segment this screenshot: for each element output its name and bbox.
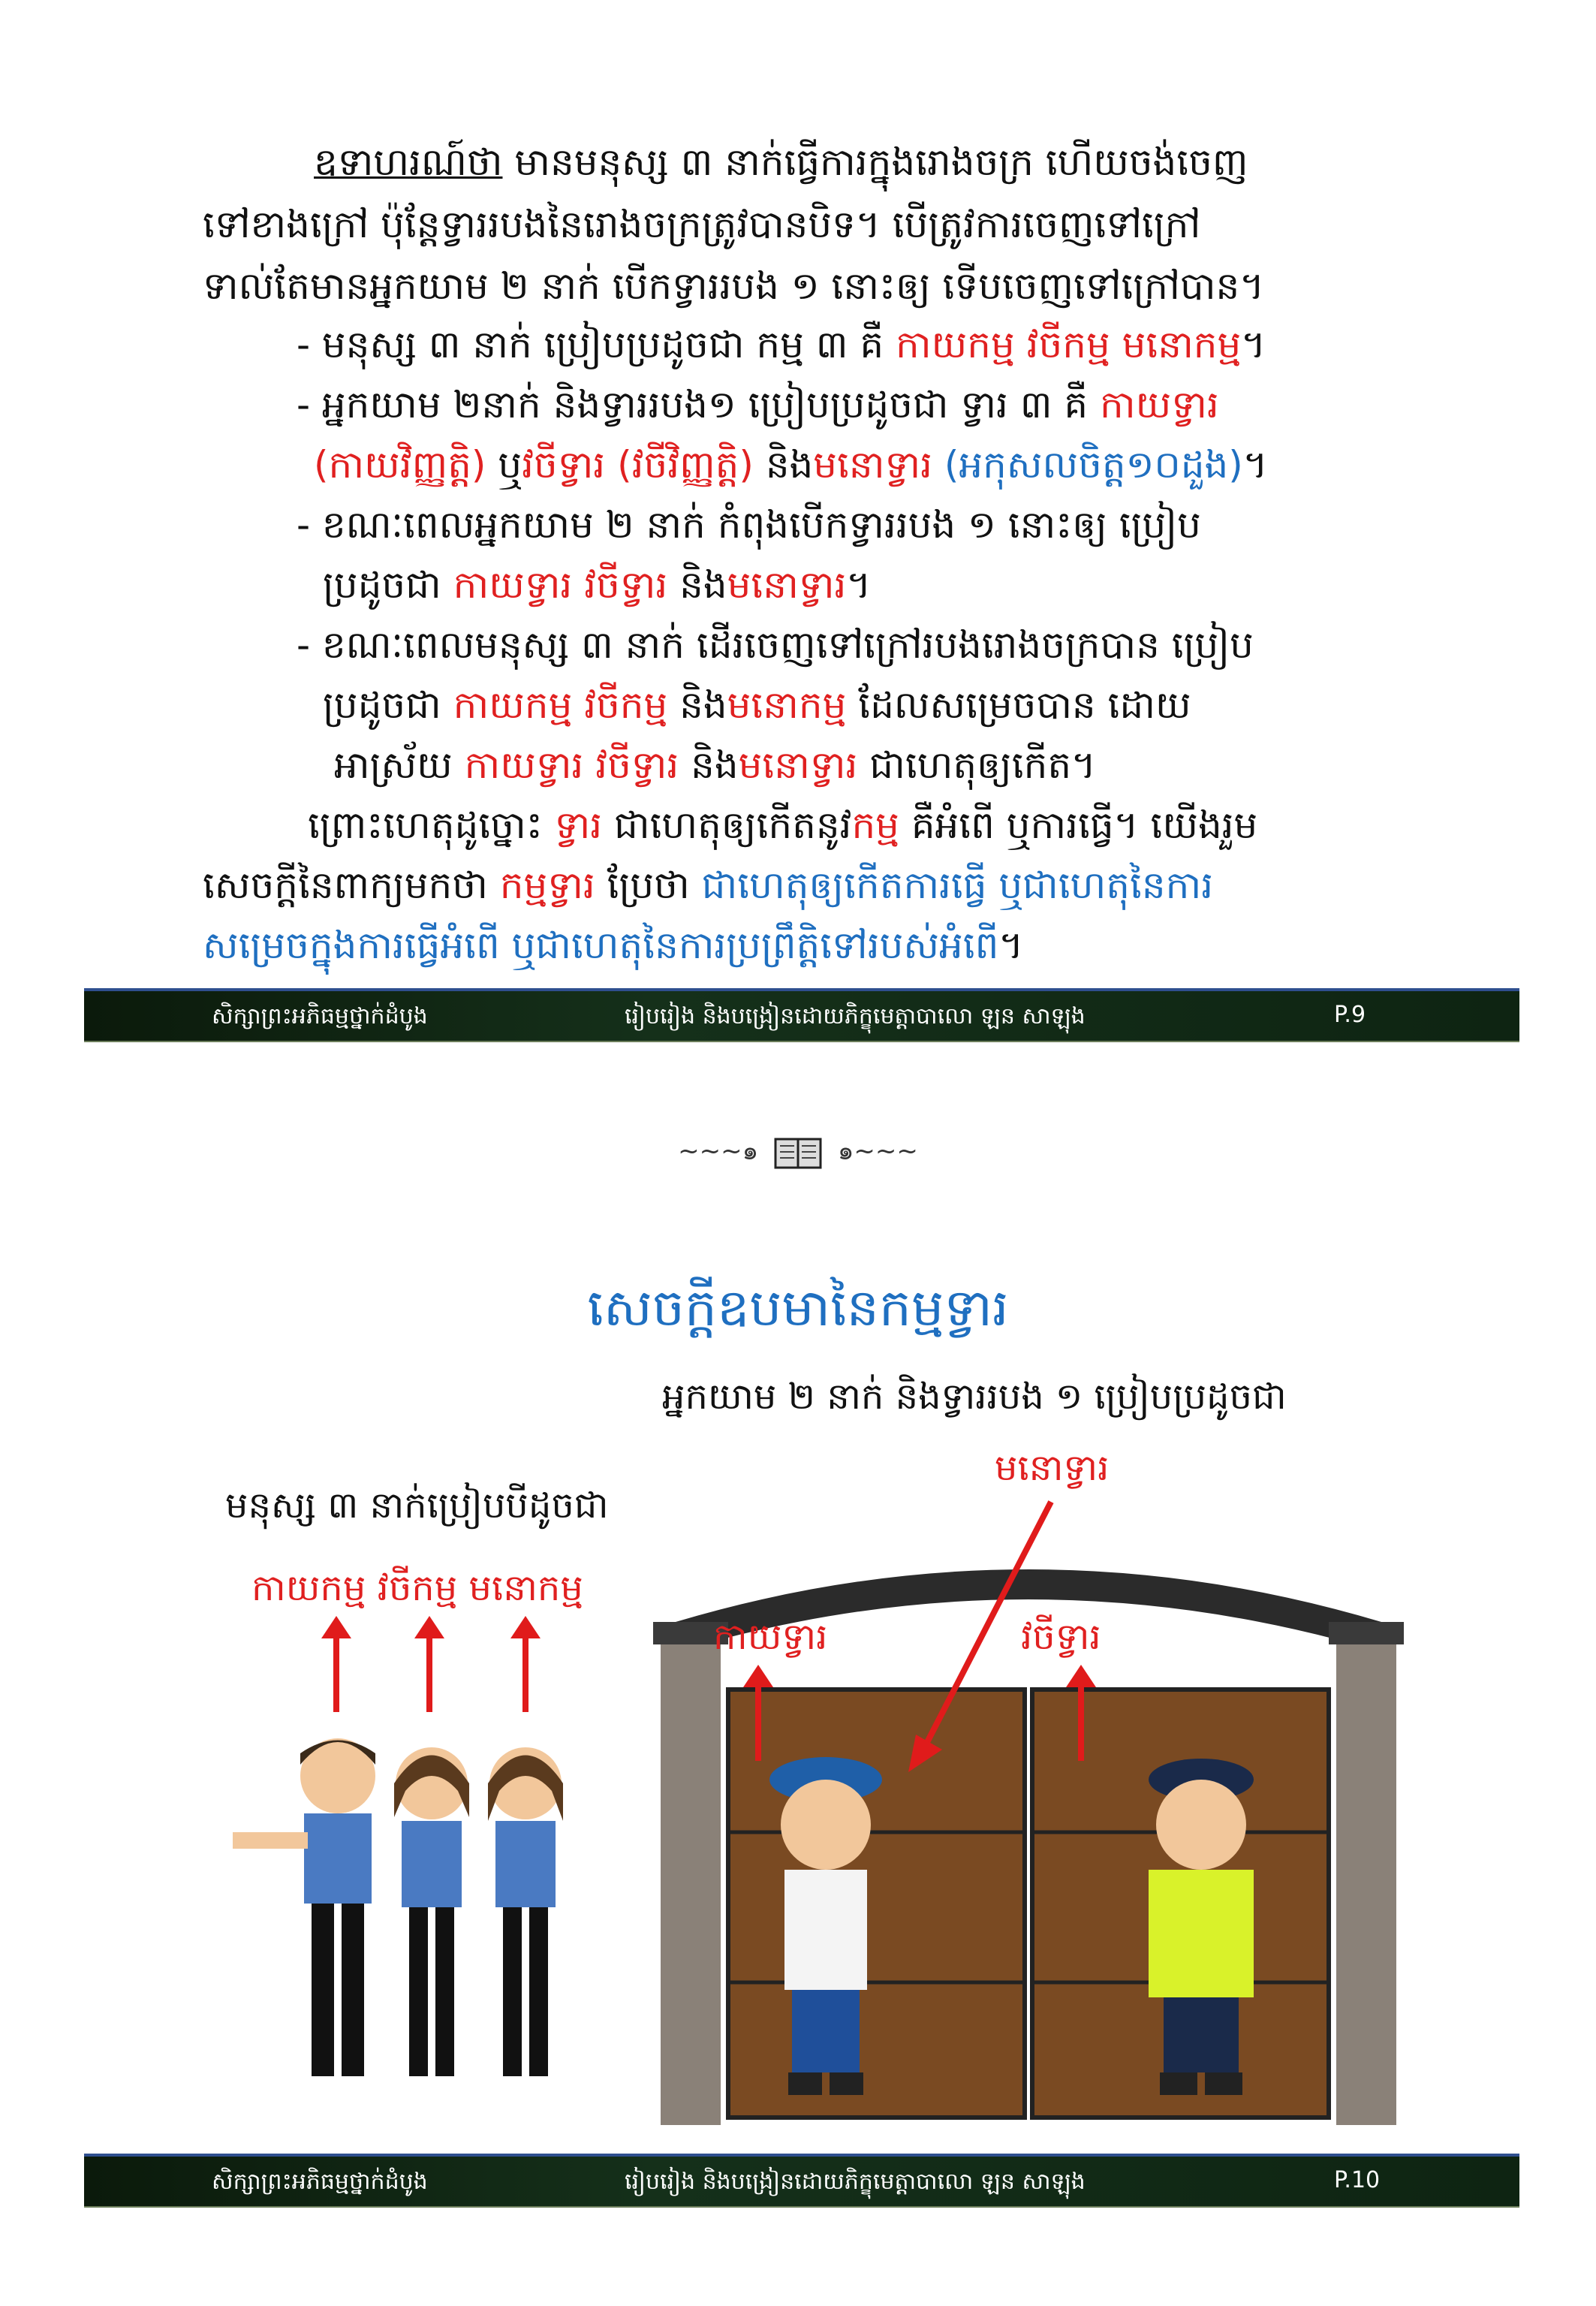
three-people-illustration <box>233 1738 563 2076</box>
gate-left-door <box>726 1687 1027 2120</box>
para1-line2: ទៅខាងក្រៅ ប៉ុន្តែទ្វាររបងនៃរោងចក្រត្រូវប… <box>203 203 1201 246</box>
bullet3-line2: ប្រដូចជា កាយទ្វារ វចីទ្វារ និងមនោទ្វារ។ <box>323 563 872 607</box>
gate-illustration <box>653 1569 1404 2125</box>
guard-right-icon <box>1149 1759 1254 2095</box>
para1-line3: ទាល់តែមានអ្នកយាម ២ នាក់ បើកទ្វាររបង ១ នោ… <box>203 264 1265 308</box>
person-1-icon <box>233 1738 375 2076</box>
conclusion-line1: ព្រោះហេតុដូច្នោះ ទ្វារ ជាហេតុឲ្យកើតនូវកម… <box>308 803 1258 847</box>
vaci-door-label: វចីទ្វារ <box>1021 1616 1101 1658</box>
kaya-door-label: កាយទ្វារ <box>713 1616 828 1658</box>
ornament-left: ~~~๑ <box>678 1136 759 1166</box>
arrow-mano-icon <box>908 1500 1054 1772</box>
arrow-manokamma-icon <box>510 1616 541 1712</box>
page10-title: សេចក្តីឧបមានៃកម្មទ្វារ <box>587 1279 1009 1338</box>
mano-door-label: មនោទ្វារ <box>995 1447 1110 1489</box>
bullet2-line2: (កាយវិញ្ញត្តិ) ឬវចីទ្វារ (វចីវិញ្ញត្តិ) … <box>314 443 1268 487</box>
bullet4-line1: - ខណៈពេលមនុស្ស ៣ នាក់ ដើរចេញទៅក្រៅរបងរោង… <box>297 623 1254 667</box>
footer-course-title: សិក្សាព្រះអភិធម្មថ្នាក់ដំបូង <box>212 2169 428 2195</box>
footer-page10: សិក្សាព្រះអភិធម្មថ្នាក់ដំបូង រៀបរៀង និងប… <box>84 2154 1519 2208</box>
bullet4-line3: អាស្រ័យ កាយទ្វារ វចីទ្វារ និងមនោទ្វារ ជា… <box>334 743 1097 787</box>
gate-arch <box>676 1569 1381 1652</box>
person-3-icon <box>488 1747 563 2076</box>
left-pillar <box>661 1629 721 2125</box>
arrow-vaci-icon <box>1066 1665 1096 1761</box>
footer-author: រៀបរៀង និងបង្រៀនដោយភិក្ខុមេត្តាបាលោ ឡន ស… <box>625 2169 1086 2195</box>
bullet2-line1: - អ្នកយាម ២នាក់ និងទ្វាររបង១ ប្រៀបប្រដូច… <box>297 383 1219 427</box>
book-icon <box>774 1138 822 1168</box>
footer-author: រៀបរៀង និងបង្រៀនដោយភិក្ខុមេត្តាបាលោ ឡន ស… <box>625 1003 1086 1029</box>
bullet4-line2: ប្រដូចជា កាយកម្ម វចីកម្ម និងមនោកម្ម ដែលស… <box>323 683 1191 727</box>
arrow-vacikamma-icon <box>414 1616 444 1712</box>
arrow-kayakamma-icon <box>321 1616 351 1712</box>
ornament-right: ๑~~~ <box>837 1136 918 1166</box>
person-2-icon <box>394 1747 469 2076</box>
conclusion-line3: សម្រេចក្នុងការធ្វើអំពើ ឬជាហេតុនៃការប្រព្… <box>203 924 1024 967</box>
people-caption: មនុស្ស ៣ នាក់ប្រៀបបីដូចជា <box>225 1485 609 1527</box>
footer-page-number: P.10 <box>1334 2167 1381 2193</box>
footer-page-number: P.9 <box>1334 1002 1366 1028</box>
bullet3-line1: - ខណៈពេលអ្នកយាម ២ នាក់ កំពុងបើកទ្វាររបង … <box>297 503 1201 547</box>
guard-left-icon <box>769 1757 882 2095</box>
arrow-kaya-icon <box>743 1665 773 1761</box>
right-pillar <box>1336 1629 1396 2125</box>
people-karma-labels: កាយកម្ម វចីកម្ម មនោកម្ម <box>251 1567 583 1609</box>
section-ornament: ~~~๑ ๑~~~ <box>0 1130 1596 1171</box>
footer-course-title: សិក្សាព្រះអភិធម្មថ្នាក់ដំបូង <box>212 1003 428 1029</box>
example-heading: ឧទាហរណ៍ថា <box>314 140 503 184</box>
footer-page9: សិក្សាព្រះអភិធម្មថ្នាក់ដំបូង រៀបរៀង និងប… <box>84 988 1519 1042</box>
conclusion-line2: សេចក្តីនៃពាក្យមកថា កម្មទ្វារ ប្រែថា ជាហេ… <box>203 864 1214 907</box>
bullet1: - មនុស្ស ៣ នាក់ ប្រៀបប្រដូចជា កម្ម ៣ គឺ … <box>297 323 1266 366</box>
guards-caption: អ្នកយាម ២ នាក់ និងទ្វាររបង ១ ប្រៀបប្រដូច… <box>662 1376 1287 1418</box>
para1-line1: ឧទាហរណ៍ថា មានមនុស្ស ៣ នាក់ធ្វើការក្នុងរោ… <box>314 140 1248 184</box>
